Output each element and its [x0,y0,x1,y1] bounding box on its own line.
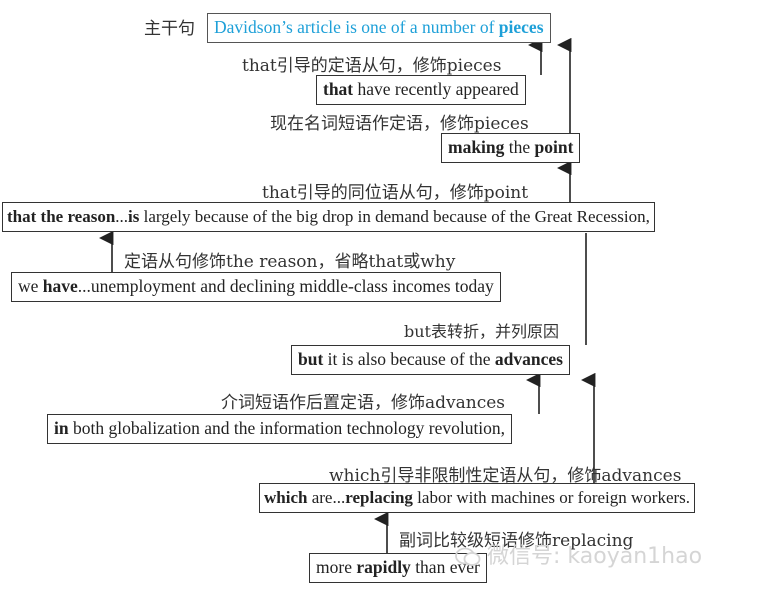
text: than ever [410,557,480,577]
note-relative-clause-pieces: that引导的定语从句，修饰pieces [242,56,502,76]
main-bold-pieces: pieces [498,17,544,37]
bold-advances: advances [494,349,563,369]
text: largely because of the big drop in deman… [139,207,650,226]
text: both globalization and the information t… [68,418,506,438]
note-prepositional-phrase: 介词短语作后置定语，修饰advances [221,393,506,413]
clause-box-which-replacing: which are...replacing labor with machine… [259,483,696,513]
text-more: more [316,557,357,577]
wechat-icon [455,547,481,567]
clause-box-that-appeared: that have recently appeared [316,75,526,105]
note-nonrestrictive-clause: which引导非限制性定语从句，修饰advances [329,466,682,486]
text: have recently appeared [353,79,519,99]
bold-in: in [54,418,69,438]
clause-box-we-have: we have...unemployment and declining mid… [11,272,501,302]
bold-that-the-reason: that the reason [7,207,116,226]
text: the [504,137,535,157]
clause-box-making-point: making the point [441,133,581,163]
main-text: Davidson’s article is one of a number of [214,17,499,37]
bold-which: which [264,488,308,507]
text: it is also because of the [323,349,495,369]
note-but-contrast: but表转折，并列原因 [404,322,559,341]
bold-have: have [42,276,78,296]
note-appositive-clause: that引导的同位语从句，修饰point [262,183,529,203]
watermark: 微信号: kaoyan1hao [455,538,702,570]
text: labor with machines or foreign workers. [412,488,691,507]
bold-that: that [323,79,354,99]
bold-rapidly: rapidly [356,557,411,577]
bold-but: but [298,349,324,369]
note-adverb-comparative: 副词比较级短语修饰replacing [399,531,634,551]
main-clause-label: 主干句 [144,19,195,39]
clause-box-but-advances: but it is also because of the advances [291,345,570,375]
clause-box-that-the-reason: that the reason...is largely because of … [2,202,655,232]
bold-point: point [534,137,574,157]
note-attributive-clause-reason: 定语从句修饰the reason，省略that或why [124,252,456,272]
note-participle-attribute: 现在名词短语作定语，修饰pieces [270,114,529,134]
bold-making: making [448,137,505,157]
text-we: we [18,276,43,296]
main-clause-box: Davidson’s article is one of a number of… [207,13,551,43]
text: ...unemployment and declining middle-cla… [77,276,494,296]
bold-replacing: replacing [345,488,413,507]
text-ellipsis: ... [115,207,129,226]
watermark-text: 微信号: kaoyan1hao [487,544,703,569]
bold-is: is [128,207,140,226]
text: are... [307,488,346,507]
clause-box-in-both: in both globalization and the informatio… [47,414,513,444]
